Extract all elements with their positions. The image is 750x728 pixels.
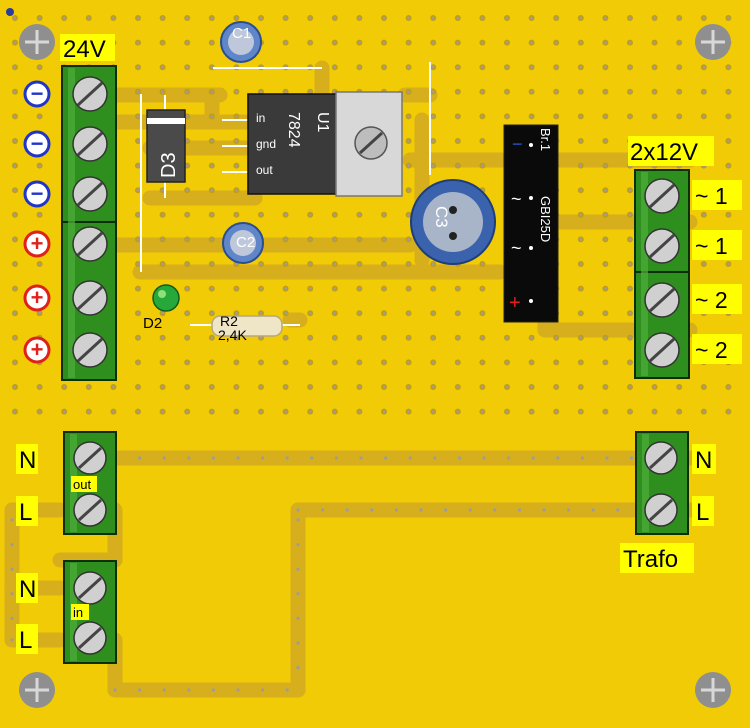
plus-polarity-icon: +: [23, 284, 51, 312]
pin-label: ~ 1: [695, 183, 728, 209]
screw-icon: [72, 76, 108, 112]
capacitor-c3: C3: [410, 62, 496, 265]
part-number: 7824: [285, 112, 302, 148]
pin-label: N: [19, 447, 36, 474]
screw-icon: [644, 282, 680, 318]
svg-text:+: +: [31, 285, 44, 310]
screw-icon: [73, 441, 107, 475]
terminal-tag: in: [73, 605, 83, 620]
minus-polarity-icon: −: [23, 130, 51, 158]
bridge-rectifier-br1: Br.1 GBI25D − ~ ~ +: [503, 124, 559, 323]
voltage-label: 2x12V: [630, 139, 698, 166]
component-ref: C2: [236, 234, 255, 251]
plus-polarity-icon: +: [23, 230, 51, 258]
ac-symbol: ~: [511, 238, 522, 258]
mains-out-terminal: out N L: [16, 431, 117, 535]
regulator-u1: in gnd out U1 7824: [222, 91, 403, 197]
screw-icon: [644, 332, 680, 368]
pin-label: ~ 1: [695, 233, 728, 259]
pin-label: N: [19, 576, 36, 603]
screw-icon: [644, 178, 680, 214]
ac-symbol: ~: [511, 189, 522, 209]
capacitor-c2: C2: [222, 222, 264, 264]
screw-icon: [72, 126, 108, 162]
trafo-title: Trafo: [623, 546, 678, 573]
minus-symbol: −: [512, 134, 523, 154]
component-ref: C1: [232, 25, 251, 42]
screw-icon: [644, 441, 678, 475]
component-ref: Br.1: [538, 128, 553, 151]
power-terminal: 24V − − − + + +: [23, 34, 117, 381]
pin-label: L: [19, 627, 32, 654]
pin-gnd-label: gnd: [256, 137, 276, 151]
svg-text:−: −: [31, 131, 44, 156]
component-ref: D3: [158, 152, 180, 178]
resistor-r2: R2 2,4K: [190, 313, 300, 343]
diode-d3: D3: [146, 95, 186, 198]
component-ref: U1: [314, 112, 331, 133]
plus-polarity-icon: +: [23, 336, 51, 364]
svg-text:+: +: [31, 231, 44, 256]
svg-text:−: −: [31, 181, 44, 206]
minus-polarity-icon: −: [23, 180, 51, 208]
pin-label: L: [696, 499, 709, 526]
screw-icon: [72, 332, 108, 368]
svg-text:+: +: [31, 337, 44, 362]
mounting-hole-icon: [695, 24, 731, 60]
pin-label: ~ 2: [695, 287, 728, 313]
origin-marker-icon: [6, 8, 14, 16]
screw-icon: [72, 226, 108, 262]
screw-icon: [72, 280, 108, 316]
terminal-tag: out: [73, 477, 91, 492]
pin-label: N: [695, 447, 712, 474]
pin-out-label: out: [256, 163, 273, 177]
mains-in-terminal: in N L: [16, 560, 117, 664]
screw-icon: [644, 228, 680, 264]
screw-icon: [73, 621, 107, 655]
screw-icon: [73, 571, 107, 605]
pin-label: ~ 2: [695, 337, 728, 363]
component-ref: R2: [220, 313, 238, 329]
trafo-terminal: N L Trafo: [620, 431, 716, 573]
led-d2: D2: [143, 284, 180, 332]
voltage-label: 24V: [63, 36, 106, 63]
minus-polarity-icon: −: [23, 80, 51, 108]
secondary-terminal: 2x12V ~ 1 ~ 1 ~ 2 ~ 2: [628, 136, 742, 379]
part-number: GBI25D: [538, 196, 553, 242]
screw-icon: [72, 176, 108, 212]
capacitor-c1: C1: [213, 21, 322, 69]
pin-label: L: [19, 499, 32, 526]
pin-in-label: in: [256, 111, 265, 125]
component-value: 2,4K: [218, 327, 247, 343]
screw-icon: [73, 493, 107, 527]
plus-symbol: +: [509, 292, 521, 314]
mounting-holes: [6, 8, 731, 708]
component-ref: D2: [143, 315, 162, 332]
mounting-hole-icon: [695, 672, 731, 708]
voltage-label-bg: [60, 34, 115, 61]
mounting-hole-icon: [19, 24, 55, 60]
mounting-hole-icon: [19, 672, 55, 708]
svg-text:−: −: [31, 81, 44, 106]
voltage-label-bg: [628, 136, 714, 166]
screw-icon: [644, 493, 678, 527]
component-ref: C3: [432, 206, 451, 228]
